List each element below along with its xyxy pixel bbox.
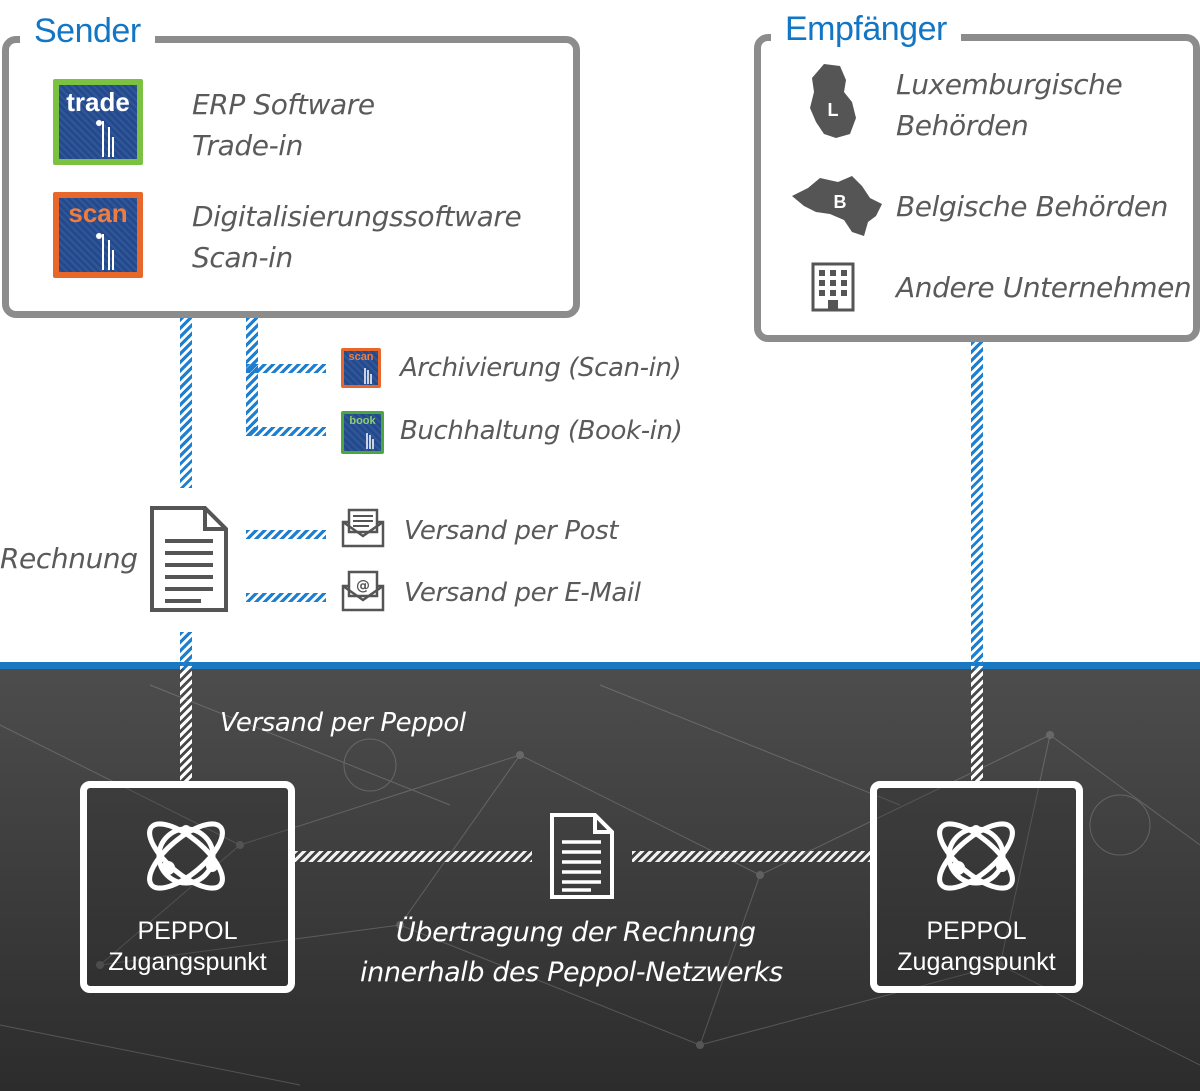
network-globe-icon [937,821,1015,891]
channel-email-label: Versand per E-Mail [404,578,641,608]
branch-connector-archive [246,364,326,373]
receiver-box [754,34,1200,342]
receiver-item-1-line2: Behörden [896,109,1029,142]
envelope-email-icon: @ [341,570,385,612]
branch-accounting-label: Buchhaltung (Book-in) [400,416,683,446]
sender-ap-line1: PEPPOL [137,917,238,945]
receiver-ap-line2: Zugangspunkt [897,948,1056,976]
luxembourg-map-icon: L [810,64,856,138]
invoice-to-peppol-connector-upper [180,632,192,666]
sender-access-point: PEPPOL Zugangspunkt [80,781,295,993]
sender-box [2,36,580,318]
transfer-line2: innerhalb des Peppol-Netzwerks [360,957,783,988]
receiver-title: Empfänger [771,10,961,49]
sender-item-1-line1: ERP Software [192,88,375,121]
scan-in-small-logo: scan [341,348,381,388]
transfer-line1: Übertragung der Rechnung [396,917,756,948]
trade-in-logo: trade [53,79,143,165]
transfer-document-icon [550,813,614,899]
invoice-post-connector [246,530,326,539]
sender-to-invoice-connector [180,318,192,488]
scan-in-logo: scan [53,192,143,278]
sender-item-2-line2: Scan-in [192,241,293,274]
book-in-small-logo: book [341,411,384,454]
belgium-map-icon: B [792,176,882,236]
receiver-item-1-line1: Luxemburgische [896,68,1123,101]
receiver-to-peppol-connector-lower [971,666,983,782]
branch-connector-accounting [246,427,326,436]
receiver-item-3-label: Andere Unternehmen [896,271,1192,304]
peppol-send-label: Versand per Peppol [220,708,466,738]
receiver-to-peppol-connector-upper [971,342,983,666]
luxembourg-map-letter: L [828,100,839,120]
band-top-divider [0,662,1200,669]
invoice-email-connector [246,593,326,602]
trade-in-logo-text: trade [66,87,130,117]
receiver-ap-line1: PEPPOL [926,917,1027,945]
book-in-small-logo-text: book [349,415,376,427]
sender-item-2-line1: Digitalisierungssoftware [192,200,522,233]
network-globe-icon [147,821,225,891]
email-at-symbol: @ [356,578,370,594]
branch-archive-label: Archivierung (Scan-in) [400,353,682,383]
scan-in-small-logo-text: scan [348,351,374,363]
scan-in-logo-text: scan [68,198,128,228]
invoice-to-peppol-connector-lower [180,666,192,782]
receiver-item-2-label: Belgische Behörden [896,190,1168,223]
belgium-map-letter: B [834,192,847,212]
building-icon [811,262,855,312]
sender-item-1-line2: Trade-in [192,129,304,162]
sender-ap-line2: Zugangspunkt [108,948,267,976]
invoice-label: Rechnung [0,542,138,575]
branch-connector-vertical [246,318,258,436]
invoice-document-icon [150,506,228,612]
channel-post-label: Versand per Post [404,516,619,546]
peppol-transfer-connector-left [294,851,532,862]
envelope-post-icon [341,508,385,548]
sender-title: Sender [20,12,155,51]
receiver-access-point: PEPPOL Zugangspunkt [870,781,1083,993]
network-background [0,684,1200,1086]
peppol-transfer-connector-right [632,851,874,862]
